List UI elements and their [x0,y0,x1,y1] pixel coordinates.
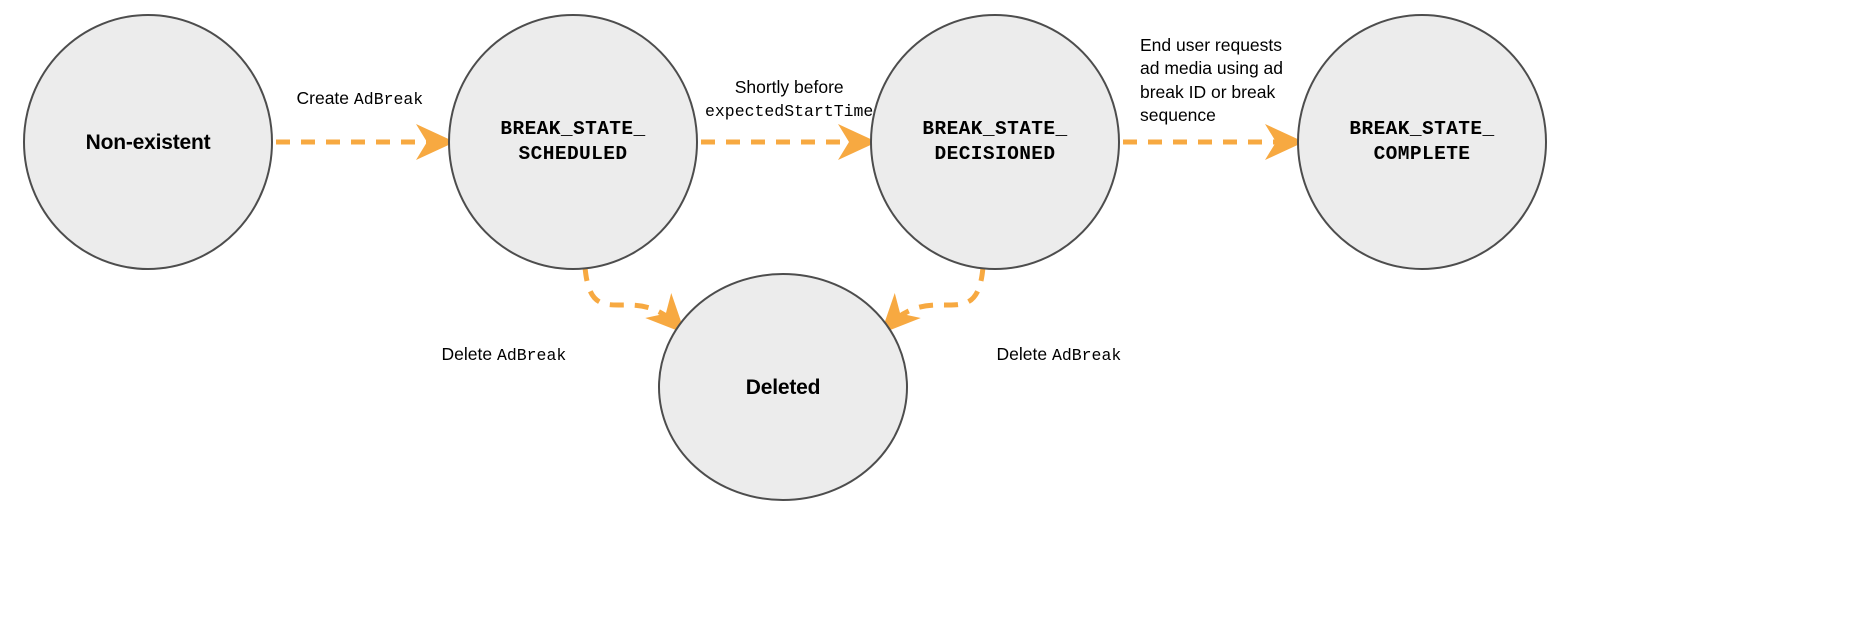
edges-layer [276,124,1305,334]
transition-edge-delete-adbreak-from-scheduled[interactable] [582,266,686,334]
transition-label-create-adbreak: Create AdBreak [296,88,424,109]
state-node-break-state-scheduled[interactable] [448,14,698,270]
state-node-break-state-complete[interactable] [1297,14,1547,270]
state-node-break-state-decisioned[interactable] [870,14,1120,270]
state-node-non-existent[interactable] [23,14,273,270]
state-node-deleted[interactable] [658,273,908,501]
transition-label-delete-adbreak-from-decisioned: Delete AdBreak [996,344,1122,365]
nodes-layer [23,14,1547,501]
transition-label-delete-adbreak-from-scheduled: Delete AdBreak [441,344,567,365]
transition-edge-delete-adbreak-from-decisioned[interactable] [880,266,986,334]
